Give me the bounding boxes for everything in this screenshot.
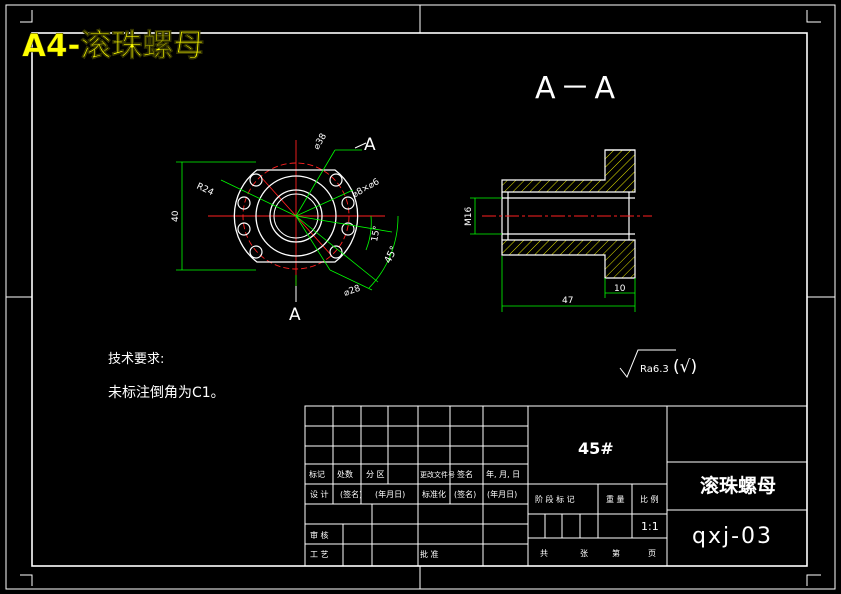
front-dimensions <box>176 149 399 296</box>
sheet-frame <box>5 4 836 590</box>
tb-sheet-no: 第 <box>612 548 620 558</box>
tb-craft: 工 艺 <box>310 550 329 559</box>
cut-label-bottom: A <box>289 305 301 325</box>
dim-d28: ⌀28 <box>343 284 363 299</box>
section-label: A－A <box>535 71 615 106</box>
dim-a45: 45° <box>383 245 400 266</box>
tb-r-sign2: (签名) <box>454 489 476 499</box>
tb-review: 审 核 <box>310 530 329 540</box>
front-view: ⌀38 ⌀8×⌀6 ⌀28 R24 40 15° 45° A A <box>171 132 400 325</box>
dim-a15: 15° <box>370 225 383 242</box>
tb-r-std: 标准化 <box>422 489 446 499</box>
tb-r-design: 设 计 <box>310 489 329 499</box>
dim-r24: R24 <box>195 182 216 199</box>
title-block <box>304 405 808 567</box>
tb-material: 45# <box>578 439 614 458</box>
tb-stage-mark: 阶 段 标 记 <box>535 494 575 504</box>
dim-h40: 40 <box>171 210 181 222</box>
section-dimensions <box>470 197 636 312</box>
tb-h-docno: 更改文件号 <box>420 470 455 479</box>
cut-label-top: A <box>364 135 376 155</box>
tb-part-name: 滚珠螺母 <box>700 474 776 497</box>
tb-weight: 重 量 <box>606 494 625 504</box>
dim-m16: M16 <box>464 207 474 226</box>
tb-drawing-no: qxj-03 <box>692 524 773 549</box>
tb-r-date2: (年月日) <box>487 489 517 499</box>
tech-req-title: 技术要求: <box>108 352 164 367</box>
bolt-holes <box>237 173 355 259</box>
dim-d8x6: ⌀8×⌀6 <box>351 177 382 201</box>
section-view: M16 47 10 <box>464 149 652 312</box>
flange-outline <box>233 169 359 263</box>
tb-h-sign: 签名 <box>457 469 473 479</box>
dim-d38: ⌀38 <box>312 132 329 152</box>
tech-req-line1: 未标注倒角为C1。 <box>108 385 225 401</box>
tb-h-mark: 标记 <box>309 469 325 479</box>
dim-l47: 47 <box>562 296 573 306</box>
roughness-symbol <box>619 349 676 378</box>
tb-h-count: 处数 <box>337 469 353 479</box>
tb-scale-value: 1:1 <box>641 520 659 533</box>
tb-sheets-total: 共 <box>540 549 548 558</box>
tb-sheet-page: 页 <box>648 549 656 558</box>
tb-h-zone: 分 区 <box>366 470 385 479</box>
roughness-value: Ra6.3 <box>640 364 669 375</box>
tb-approve: 批 准 <box>420 549 439 559</box>
roughness-suffix: (√) <box>673 357 697 377</box>
tb-sheets-zhang: 张 <box>580 549 588 558</box>
drawing-title: A4-滚珠螺母 <box>22 28 204 64</box>
tb-h-date: 年, 月, 日 <box>486 469 520 479</box>
tb-r-date1: (年月日) <box>375 489 405 499</box>
dim-l10: 10 <box>614 284 626 294</box>
tb-r-sign1: (签名) <box>340 489 362 499</box>
tb-scale-h: 比 例 <box>640 494 659 504</box>
